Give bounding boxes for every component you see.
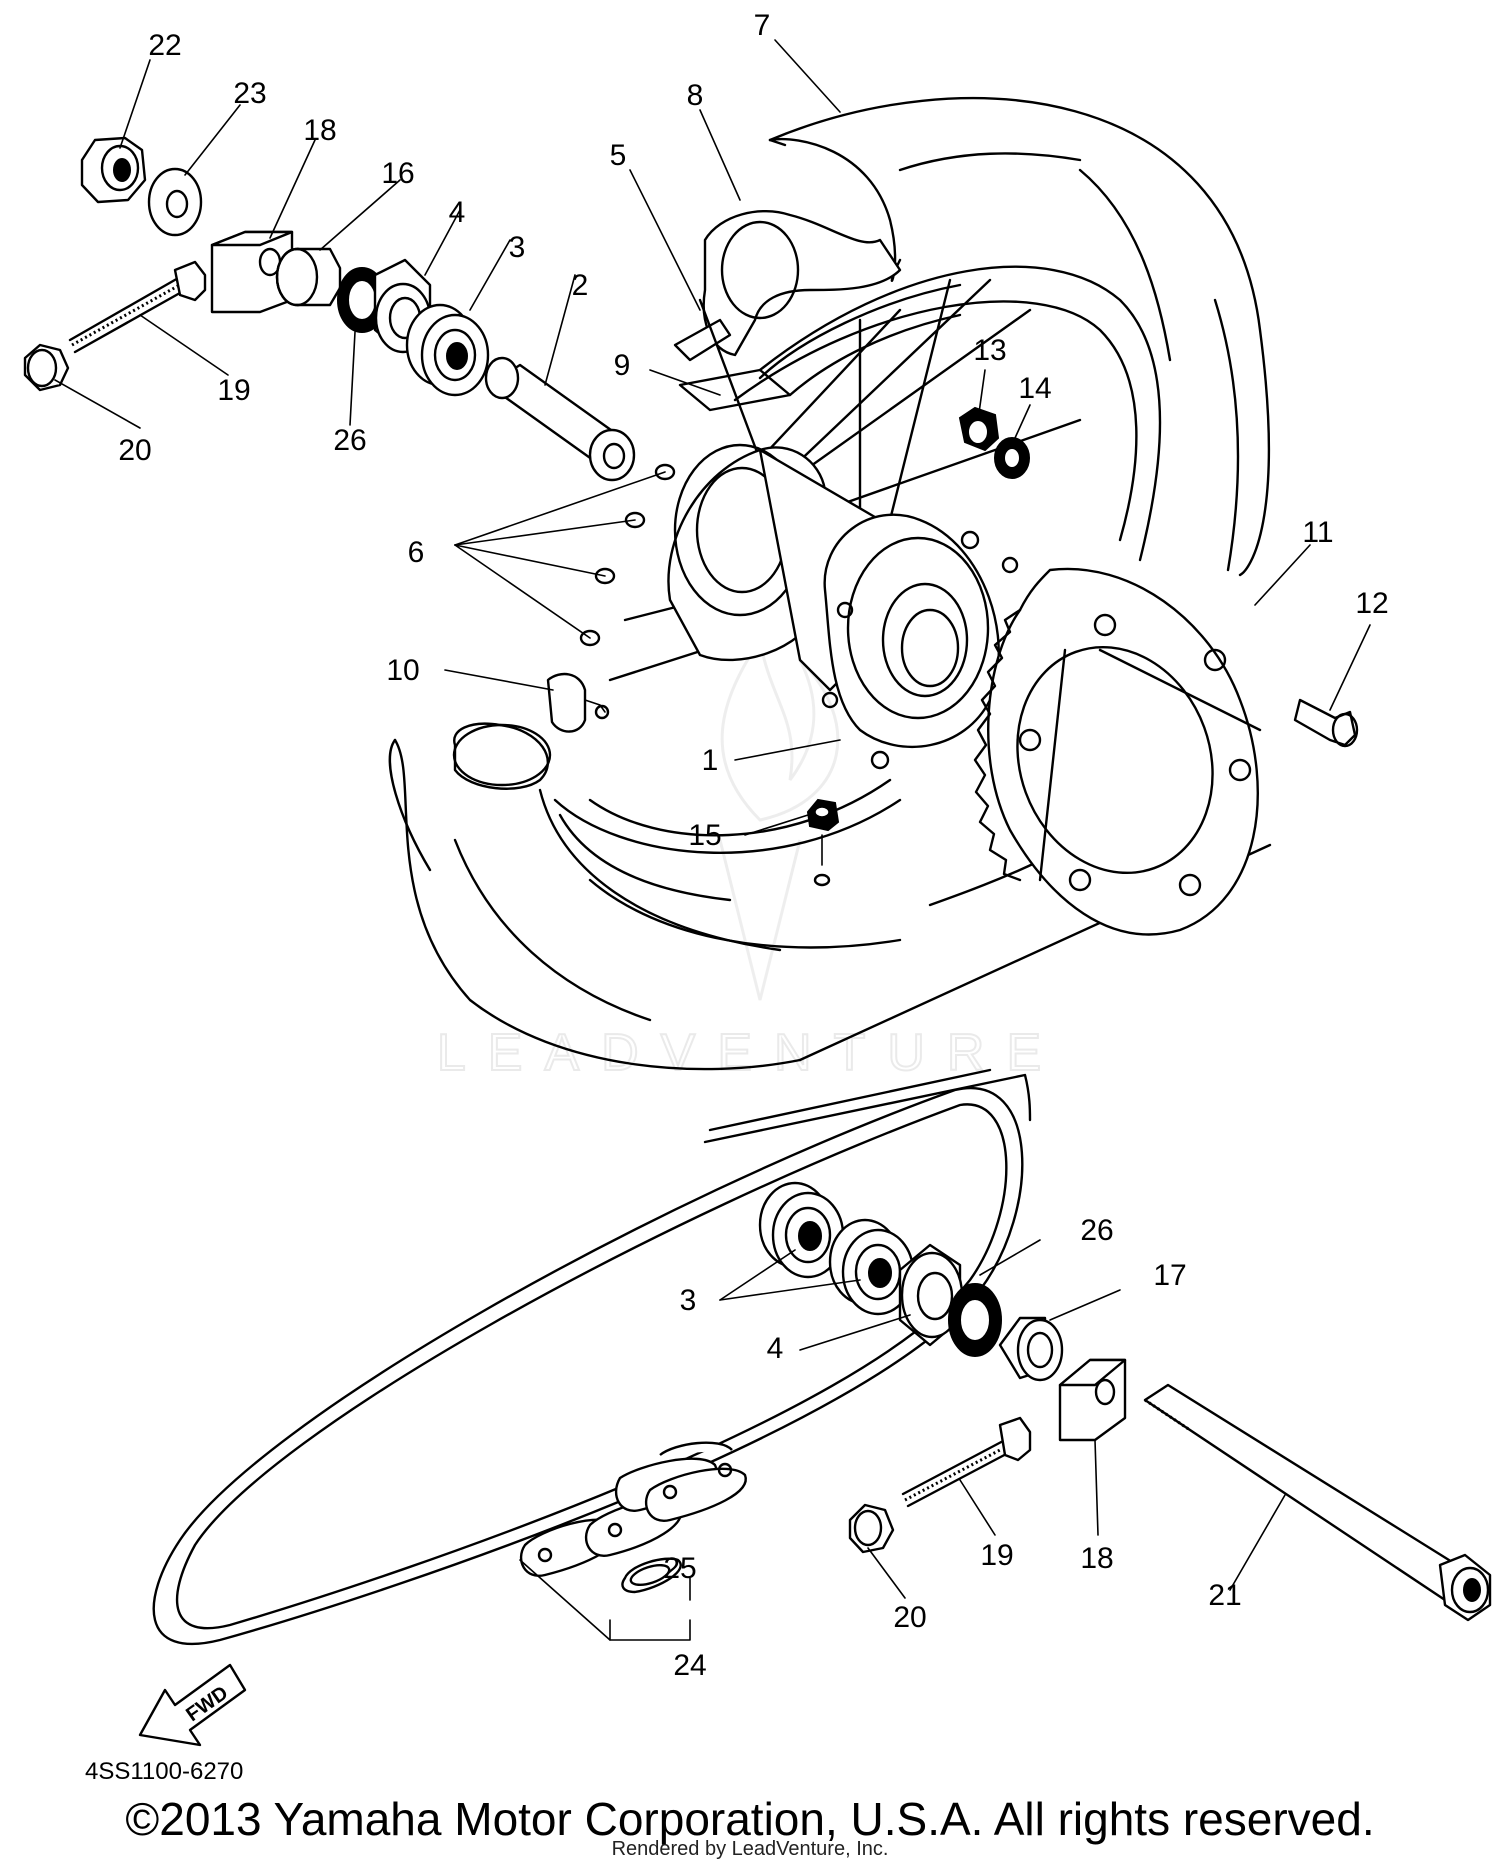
adjuster-bolt-left [68,260,207,354]
bearing-left [405,303,490,397]
callout-7: 7 [754,9,771,42]
callout-10: 10 [386,654,419,687]
sprocket-washer [994,437,1030,479]
adjuster-nut-right [848,1503,895,1554]
callout-4-bottom: 4 [767,1332,784,1365]
hub [667,443,1025,770]
rim-lock-nut [806,798,840,887]
callout-15: 15 [688,819,721,852]
callout-2: 2 [572,269,589,302]
callout-22: 22 [148,29,181,62]
callout-16: 16 [381,157,414,190]
forward-direction-arrow: FWD [138,1663,247,1747]
chain-joint-links [519,1441,747,1594]
rendered-by-credit: Rendered by LeadVenture, Inc. [611,1838,889,1860]
callout-26-left: 26 [333,424,366,457]
callout-3-bottom: 3 [680,1284,697,1317]
callout-11: 11 [1302,516,1333,549]
chain-adjuster-plate-right [1058,1358,1127,1442]
callout-24: 24 [673,1649,706,1682]
sprocket-bolt [1293,698,1359,748]
callout-23: 23 [233,77,266,110]
tire [388,96,1272,1071]
copyright-notice: ©2013 Yamaha Motor Corporation, U.S.A. A… [125,1793,1375,1845]
collar-right [998,1316,1064,1382]
sprocket-nut [958,406,1000,452]
callout-20-left: 20 [118,434,151,467]
callout-21: 21 [1208,1579,1241,1612]
callout-20-right: 20 [893,1601,926,1634]
watermark-text: LEADVENTURE [437,1024,1063,1082]
callout-13: 13 [973,334,1006,367]
rear-axle [1143,1383,1492,1622]
callout-18-top: 18 [303,114,336,147]
callout-26-right: 26 [1080,1214,1113,1247]
callout-25: 25 [663,1552,696,1585]
leadventure-watermark: LEADVENTURE [436,636,1063,1083]
callout-14: 14 [1018,372,1051,405]
callout-17: 17 [1153,1259,1186,1292]
callout-1: 1 [702,744,719,777]
callout-19-left: 19 [217,374,250,407]
axle-nut [80,136,147,204]
spacer-right [898,1243,964,1347]
drive-chain [152,1068,1032,1646]
adjuster-bolt-right [901,1416,1032,1508]
callout-labels: 22 23 18 16 4 3 2 19 20 26 7 8 5 9 6 10 … [118,9,1388,1682]
adjuster-nut-left [23,343,70,392]
callout-12: 12 [1355,587,1388,620]
spoke-nipples [579,463,676,647]
hub-spacer-tube [484,356,636,482]
inner-tube [452,209,902,790]
callout-8: 8 [687,79,704,112]
valve-cap [546,672,610,733]
callout-5: 5 [610,139,627,172]
sprocket [973,567,1262,936]
callout-18-bottom: 18 [1080,1542,1113,1575]
callout-9: 9 [614,349,631,382]
rim [553,265,1162,854]
oil-seal-right [948,1283,1002,1357]
collar-left [275,247,342,307]
leader-lines [54,39,1371,1641]
callout-19-right: 19 [980,1539,1013,1572]
callout-6: 6 [408,536,425,569]
callout-3-top: 3 [509,231,526,264]
bearing-right-1 [758,1181,845,1279]
axle-washer [147,167,203,237]
callout-4-top: 4 [449,196,466,229]
figure-code: 4SS1100-6270 [85,1758,243,1785]
